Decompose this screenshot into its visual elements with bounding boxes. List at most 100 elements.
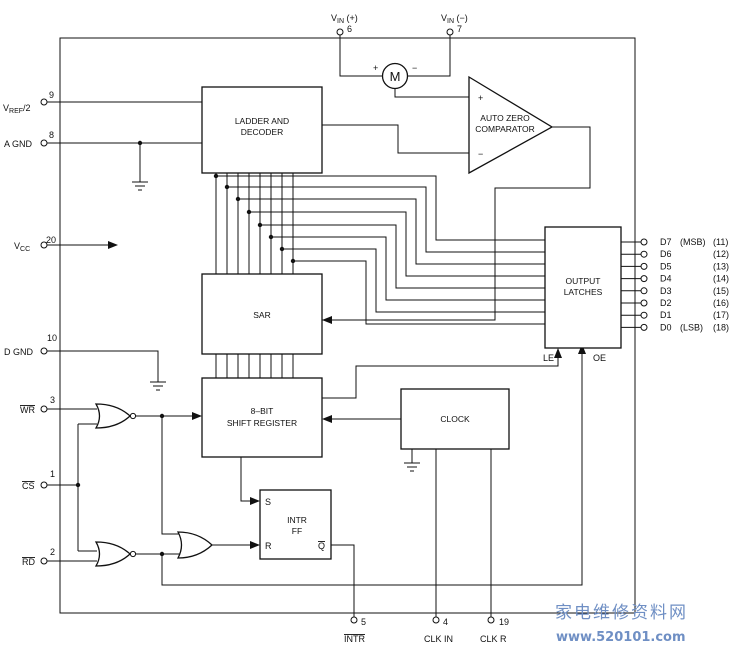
svg-text:CLK IN: CLK IN <box>424 634 453 644</box>
svg-text:LADDER AND: LADDER AND <box>235 116 289 126</box>
svg-text:LE: LE <box>543 353 554 363</box>
output-pin-name: D2 <box>660 298 672 308</box>
svg-text:VREF/2: VREF/2 <box>3 103 31 115</box>
svg-text:19: 19 <box>499 617 509 627</box>
agnd-pin: A GND 8 <box>4 130 54 149</box>
output-pin-number: (15) <box>713 286 729 296</box>
svg-text:CLK R: CLK R <box>480 634 507 644</box>
svg-text:CLOCK: CLOCK <box>440 414 470 424</box>
svg-text:4: 4 <box>443 617 448 627</box>
svg-text:Q: Q <box>318 541 325 551</box>
svg-text:M: M <box>390 69 401 84</box>
output-pin-name: D4 <box>660 274 672 284</box>
output-pin-d7: D7 (MSB) (11) <box>621 237 728 247</box>
output-pin-note: (MSB) <box>680 237 706 247</box>
output-pin-name: D5 <box>660 261 672 271</box>
output-pin-name: D6 <box>660 249 672 259</box>
svg-text:WR: WR <box>20 405 35 415</box>
svg-text:1: 1 <box>50 469 55 479</box>
output-pin-name: D7 <box>660 237 672 247</box>
svg-text:SAR: SAR <box>253 310 270 320</box>
output-pin-d4: D4 (14) <box>621 274 729 284</box>
output-latches-block: OUTPUT LATCHES LE OE <box>543 226 622 363</box>
output-pin-name: D3 <box>660 286 672 296</box>
svg-text:OE: OE <box>593 353 606 363</box>
svg-text:DECODER: DECODER <box>241 127 284 137</box>
output-pin-number: (17) <box>713 310 729 320</box>
shift-register-block: 8–BIT SHIFT REGISTER <box>201 377 323 458</box>
watermark: 家电维修资料网 www.520101.com <box>555 603 688 645</box>
output-pin-note: (LSB) <box>680 322 703 332</box>
svg-text:+: + <box>373 63 378 73</box>
clk-r-pin: 19 CLK R <box>480 616 509 644</box>
wr-nor-gate <box>94 403 137 429</box>
intr-flipflop-block: INTR FF S R Q <box>259 489 332 560</box>
comparator-block: AUTO ZERO COMPARATOR + − <box>468 75 554 175</box>
svg-text:7: 7 <box>457 24 462 34</box>
svg-text:8–BIT: 8–BIT <box>251 406 274 416</box>
dgnd-pin: D GND 10 <box>4 333 57 357</box>
svg-text:−: − <box>412 63 417 73</box>
vin-minus-pin: VIN (−) 7 <box>441 13 468 36</box>
svg-text:CS: CS <box>22 481 35 491</box>
svg-text:8: 8 <box>49 130 54 140</box>
output-pin-name: D0 <box>660 322 672 332</box>
vin-plus-pin: VIN (+) 6 <box>331 13 358 36</box>
output-pins: D7 (MSB) (11) D6 (12) D5 (13) D4 (14) D3 (15) D2 (16… <box>621 237 729 332</box>
output-pin-d0: D0 (LSB) (18) <box>621 322 729 332</box>
svg-text:−: − <box>478 149 483 159</box>
output-pin-d1: D1 (17) <box>621 310 729 320</box>
rd-nor-gate <box>94 541 137 567</box>
svg-text:RD: RD <box>22 557 35 567</box>
svg-text:家电维修资料网: 家电维修资料网 <box>555 603 688 623</box>
svg-text:6: 6 <box>347 24 352 34</box>
svg-text:2: 2 <box>50 547 55 557</box>
output-pin-number: (12) <box>713 249 729 259</box>
output-pin-d5: D5 (13) <box>621 261 729 271</box>
svg-text:VCC: VCC <box>14 241 30 253</box>
wiring <box>47 32 591 617</box>
motor-symbol: M + − <box>373 62 417 90</box>
svg-text:9: 9 <box>49 90 54 100</box>
clk-in-pin: 4 CLK IN <box>424 616 453 644</box>
data-bus <box>75 140 545 557</box>
intr-pin: 5 INTR <box>344 616 366 644</box>
svg-text:www.520101.com: www.520101.com <box>556 630 686 645</box>
svg-text:OUTPUT: OUTPUT <box>566 276 601 286</box>
clock-block: CLOCK <box>400 388 510 450</box>
svg-text:VIN (+): VIN (+) <box>331 13 358 25</box>
output-pin-number: (11) <box>713 237 728 247</box>
svg-text:AUTO ZERO: AUTO ZERO <box>480 113 530 123</box>
output-pin-number: (13) <box>713 261 729 271</box>
svg-text:10: 10 <box>47 333 57 343</box>
output-pin-number: (18) <box>713 322 729 332</box>
sar-block: SAR <box>201 273 323 355</box>
output-pin-d3: D3 (15) <box>621 286 729 296</box>
output-pin-d2: D2 (16) <box>621 298 729 308</box>
output-pin-number: (16) <box>713 298 729 308</box>
svg-text:S: S <box>265 497 271 507</box>
svg-text:A GND: A GND <box>4 139 33 149</box>
svg-text:VIN (−): VIN (−) <box>441 13 468 25</box>
or-gate <box>176 531 213 559</box>
vref-pin: VREF/2 9 <box>3 90 54 115</box>
svg-text:20: 20 <box>46 235 56 245</box>
output-pin-number: (14) <box>713 274 729 284</box>
output-pin-d6: D6 (12) <box>621 249 729 259</box>
svg-text:INTR: INTR <box>344 634 365 644</box>
svg-text:3: 3 <box>50 395 55 405</box>
svg-text:SHIFT REGISTER: SHIFT REGISTER <box>227 418 297 428</box>
cs-pin: CS 1 <box>22 469 55 491</box>
svg-text:R: R <box>265 541 272 551</box>
output-pin-name: D1 <box>660 310 672 320</box>
svg-text:FF: FF <box>292 526 302 536</box>
svg-text:LATCHES: LATCHES <box>564 287 603 297</box>
ladder-decoder-block: LADDER AND DECODER <box>201 86 323 174</box>
svg-text:5: 5 <box>361 617 366 627</box>
svg-text:+: + <box>478 93 483 103</box>
svg-text:COMPARATOR: COMPARATOR <box>475 124 535 134</box>
svg-text:INTR: INTR <box>287 515 307 525</box>
vcc-pin: VCC 20 <box>14 235 56 253</box>
chip-outline <box>59 37 636 614</box>
